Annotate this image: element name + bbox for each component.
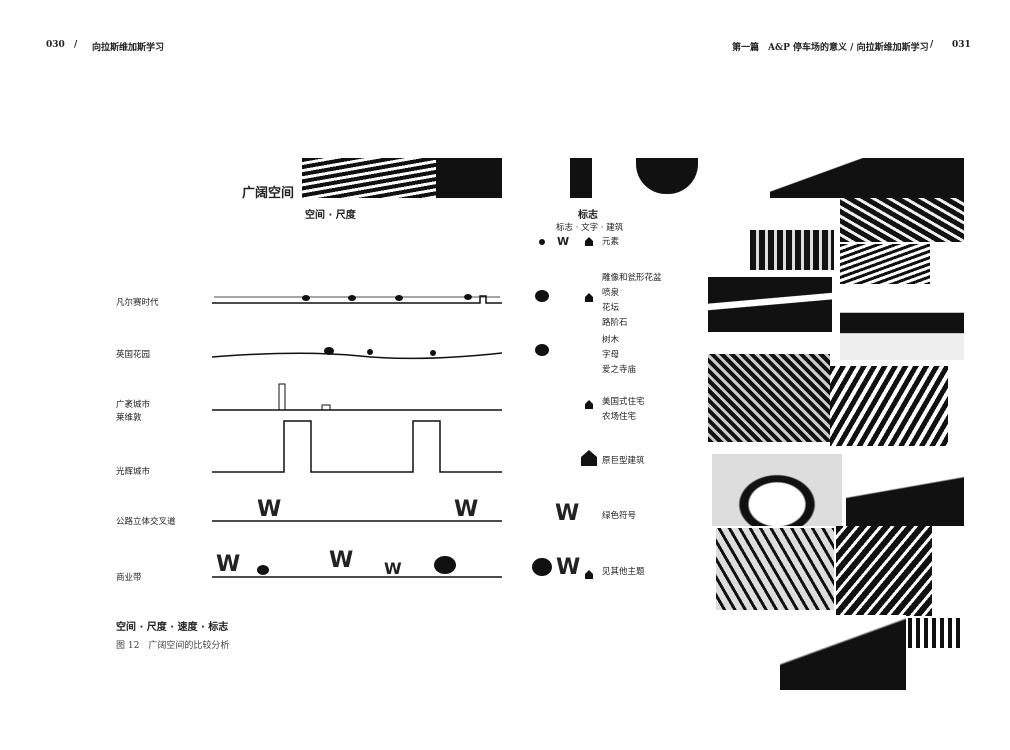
legend-item: 树木字母爱之寺庙 [602,335,637,375]
collage-photo [836,526,932,616]
legend-item: 雕像和瓮形花盆喷泉花坛路阶石 [602,273,662,328]
small-building [321,404,331,411]
legend-item: 见其他主题 [602,567,645,577]
collage-photo [830,366,948,446]
column-title-signs: 标志 [578,210,598,221]
tower [278,383,286,411]
w-sign: W [329,548,354,573]
row-line-versailles [212,295,502,304]
header-separator: / [930,40,934,50]
figure-caption: 图 12 广阔空间的比较分析 [116,641,230,651]
row-label: 莱维敦 [116,413,142,423]
legend-item: 原巨型建筑 [602,456,645,466]
collage-photo [840,244,930,284]
collage-photo [770,158,964,198]
collage-photo [846,464,964,526]
w-sign: W [557,235,570,248]
collage-photo [712,454,842,526]
collage-photo [780,615,906,690]
right-running-title: 第一篇 A&P 停车场的意义 / 向拉斯维加斯学习 [732,43,929,53]
right-page-number: 031 [952,40,971,50]
eye-icons [257,239,552,576]
legend-item: 元素 [602,237,620,247]
house-icons [581,237,597,579]
column-subtitle: 标志 · 文字 · 建筑 [556,223,624,233]
w-sign: W [555,501,580,526]
legend-item: 美国式住宅农场住宅 [602,397,645,422]
photo-strip-2 [436,158,502,198]
collage-photo [708,354,830,442]
column-title-space: 空间 · 尺度 [305,210,356,221]
w-sign: W [556,555,581,580]
w-sign: W [216,552,241,577]
row-label: 广袤城市 [116,400,151,410]
w-sign: W [257,497,282,522]
row-label: 凡尔赛时代 [116,298,159,308]
row-line-english-garden [211,352,503,360]
section-title: 广阔空间 [242,186,295,201]
collage-photo [750,230,834,270]
collage-photo [708,277,832,332]
caption-title: 空间 · 尺度 · 速度 · 标志 [116,622,229,633]
row-label: 商业带 [116,573,142,583]
legend-item: 绿色符号 [602,511,637,521]
collage-photo [716,528,834,610]
collage-photo [840,198,964,242]
left-running-title: 向拉斯维加斯学习 [92,43,165,53]
row-line-radiant-city [212,420,502,473]
left-page-number: 030 [46,40,65,50]
photo-strip-3 [570,158,592,198]
collage-photo [908,618,964,648]
w-sign: W [384,559,402,578]
header-separator: / [74,40,78,50]
row-label: 光辉城市 [116,467,151,477]
row-label: 英国花园 [116,350,151,360]
collage-photo [840,292,964,360]
row-label: 公路立体交叉道 [116,517,176,527]
w-sign: W [454,497,479,522]
